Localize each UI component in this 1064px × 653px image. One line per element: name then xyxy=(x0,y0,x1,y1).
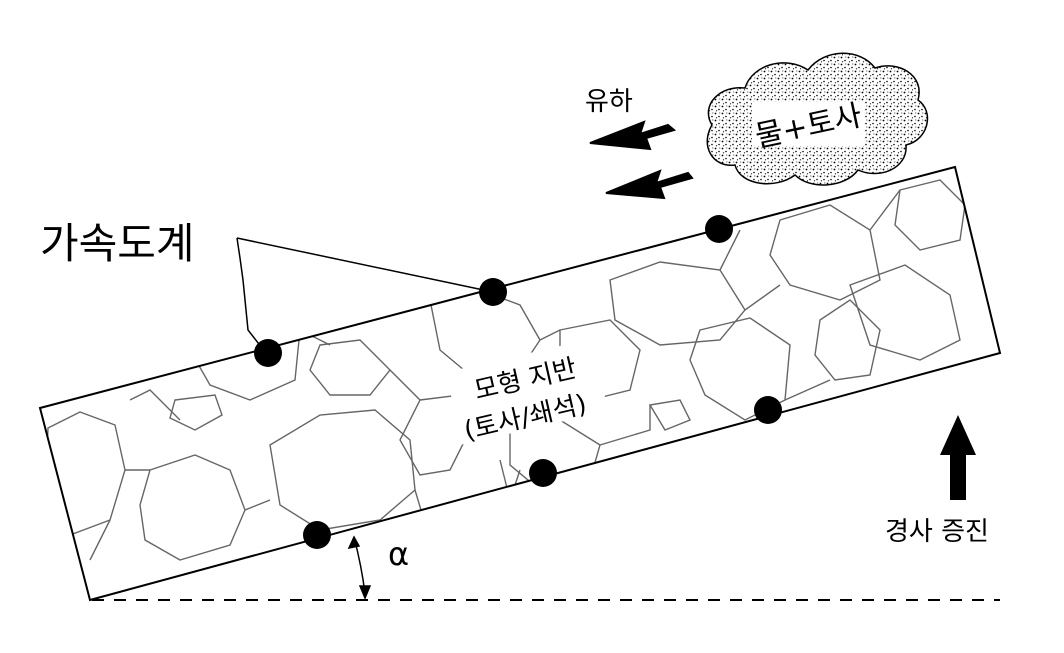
accelerometer-dot xyxy=(754,396,782,424)
angle-indicator xyxy=(347,535,372,600)
flow-arrow-icon xyxy=(605,169,694,200)
angle-alpha-label: α xyxy=(388,535,409,573)
flow-arrow-icon xyxy=(589,120,677,151)
accelerometer-dot xyxy=(529,459,557,487)
accelerometer-dot xyxy=(705,215,733,243)
accelerometer-dot xyxy=(303,521,331,549)
tilt-arrow-icon xyxy=(940,415,976,500)
cloud-label-bg xyxy=(752,102,864,146)
accelerometer-markers xyxy=(254,215,782,549)
flow-label: 유하 xyxy=(585,87,633,117)
accelerometer-label: 가속도계 xyxy=(40,219,195,268)
accelerometer-leaders xyxy=(236,237,494,349)
tilt-shake-label: 경사 증진 xyxy=(885,517,989,547)
model-label-bg xyxy=(437,373,609,449)
model-label-bg xyxy=(445,338,601,410)
